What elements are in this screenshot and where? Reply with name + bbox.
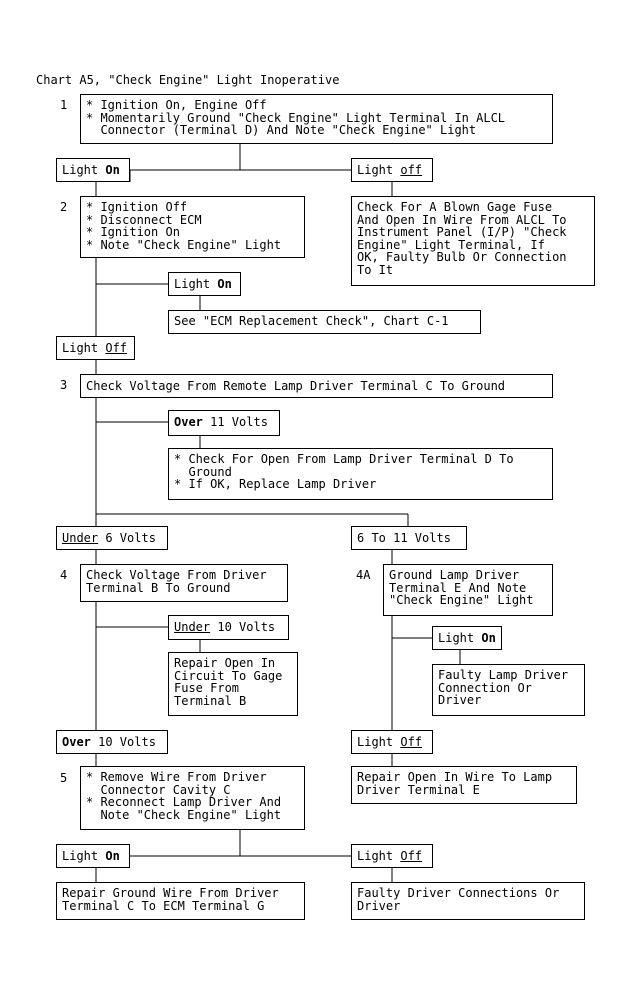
step-4a-box: Ground Lamp Driver Terminal E And Note "… — [383, 564, 553, 616]
step-4a-off-result: Repair Open In Wire To Lamp Driver Termi… — [351, 766, 577, 804]
step-5-on-result: Repair Ground Wire From Driver Terminal … — [56, 882, 305, 920]
step-3-over-11-result: * Check For Open From Lamp Driver Termin… — [168, 448, 553, 500]
step-5-number: 5 — [60, 771, 68, 785]
step-2-light-on-label: Light On — [168, 272, 241, 296]
step-5-off-result: Faulty Driver Connections Or Driver — [351, 882, 585, 920]
step-4-text: Check Voltage From Driver Terminal B To … — [86, 568, 267, 595]
step-5-text: * Remove Wire From Driver Connector Cavi… — [86, 770, 282, 822]
step-3-6-to-11-label: 6 To 11 Volts — [351, 526, 467, 550]
step-2-light-off-label: Light Off — [56, 336, 135, 360]
step-1-off-result: Check For A Blown Gage Fuse And Open In … — [351, 196, 595, 286]
step-4-box: Check Voltage From Driver Terminal B To … — [80, 564, 288, 602]
step-3-text: Check Voltage From Remote Lamp Driver Te… — [86, 379, 506, 393]
step-3-over-11-label: Over 11 Volts — [168, 410, 280, 436]
step-2-box: * Ignition Off * Disconnect ECM * Igniti… — [80, 196, 305, 258]
chart-title: Chart A5, "Check Engine" Light Inoperati… — [36, 73, 340, 87]
step-4a-on-result: Faulty Lamp Driver Connection Or Driver — [432, 664, 585, 716]
step-4a-text: Ground Lamp Driver Terminal E And Note "… — [389, 568, 534, 607]
step-4-under-10-label: Under 10 Volts — [168, 615, 289, 640]
step-3-number: 3 — [60, 378, 68, 392]
step-1-text: * Ignition On, Engine Off * Momentarily … — [86, 98, 506, 137]
step-1-light-on-label: Light On — [56, 158, 130, 182]
step-4a-light-off-label: Light Off — [351, 730, 433, 754]
step-5-light-on-label: Light On — [56, 844, 130, 868]
step-5-box: * Remove Wire From Driver Connector Cavi… — [80, 766, 305, 830]
step-4a-number: 4A — [356, 568, 371, 582]
step-2-number: 2 — [60, 200, 68, 214]
step-4-over-10-label: Over 10 Volts — [56, 730, 168, 754]
step-1-light-off-label: Light off — [351, 158, 433, 182]
step-4a-light-on-label: Light On — [432, 626, 502, 650]
step-4-number: 4 — [60, 568, 68, 582]
step-1-number: 1 — [60, 98, 68, 112]
step-2-on-result: See "ECM Replacement Check", Chart C-1 — [168, 310, 481, 334]
step-2-text: * Ignition Off * Disconnect ECM * Igniti… — [86, 200, 282, 252]
step-3-box: Check Voltage From Remote Lamp Driver Te… — [80, 374, 553, 398]
step-5-light-off-label: Light Off — [351, 844, 433, 868]
step-1-box: * Ignition On, Engine Off * Momentarily … — [80, 94, 553, 144]
step-3-under-6-label: Under 6 Volts — [56, 526, 168, 550]
step-4-under-10-result: Repair Open In Circuit To Gage Fuse From… — [168, 652, 298, 716]
